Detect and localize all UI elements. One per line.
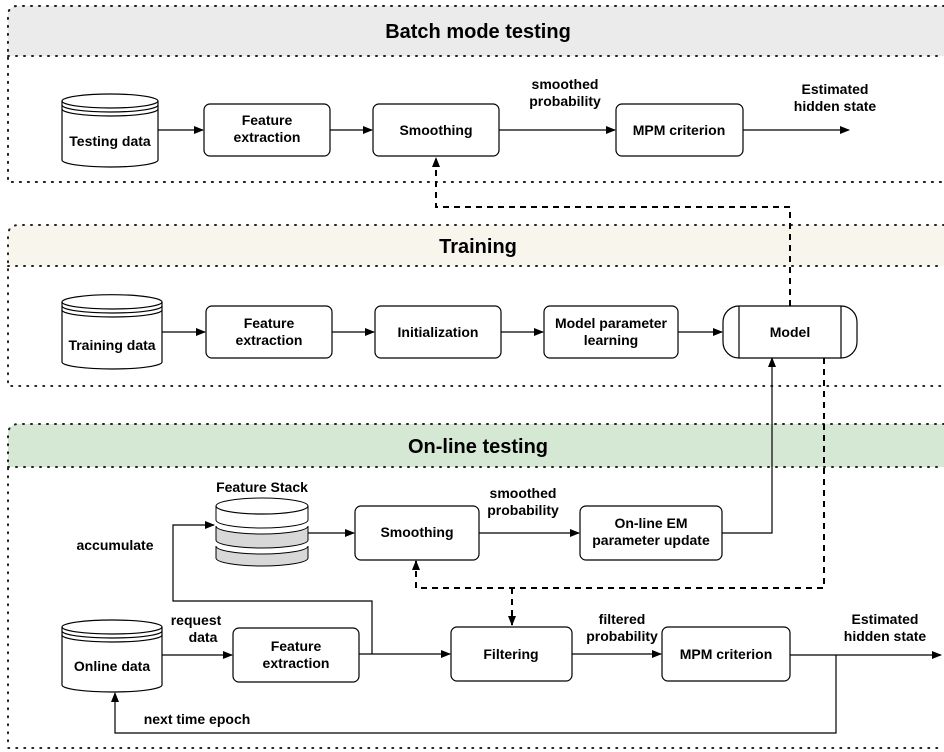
- batch-feature-extraction-label-line1: Feature: [242, 112, 293, 128]
- initialization-label: Initialization: [398, 324, 479, 340]
- filtering-box: Filtering: [450, 626, 573, 682]
- next-time-epoch-label: next time epoch: [144, 711, 251, 727]
- batch-estimated-hidden-state-line1: Estimated: [802, 81, 869, 97]
- model-label: Model: [770, 324, 810, 340]
- accumulate-label: accumulate: [76, 537, 153, 553]
- arrow-em-to-model: [722, 357, 776, 534]
- online-feature-extraction-box: Feature extraction: [232, 627, 360, 683]
- dashed-arrow-model-to-batch-smoothing: [432, 157, 791, 306]
- online-estimated-hidden-state-line1: Estimated: [852, 611, 919, 627]
- online-mpm-criterion-label: MPM criterion: [680, 646, 773, 662]
- batch-mpm-criterion-box: MPM criterion: [615, 103, 744, 157]
- request-data-line2: data: [189, 629, 218, 645]
- training-data-database: Training data: [61, 294, 163, 370]
- online-feature-extraction-line1: Feature: [271, 638, 322, 654]
- training-data-label: Training data: [68, 337, 155, 353]
- training-section-title: Training: [439, 236, 517, 258]
- batch-smoothing-box: Smoothing: [372, 103, 500, 157]
- batch-section: Batch mode testing: [7, 5, 944, 183]
- arrow-next-time-epoch: [111, 655, 837, 734]
- batch-smoothing-label: Smoothing: [399, 122, 472, 138]
- online-em-parameter-update-box: On-line EM parameter update: [579, 505, 723, 561]
- online-smoothing-box: Smoothing: [354, 505, 480, 561]
- filtering-label: Filtering: [483, 646, 538, 662]
- batch-smoothed-probability-line1: smoothed: [532, 76, 599, 92]
- filtered-probability-line2: probability: [586, 628, 658, 644]
- training-section: Training: [7, 224, 944, 387]
- batch-feature-extraction-box: Feature extraction: [203, 103, 331, 157]
- testing-data-label: Testing data: [69, 133, 151, 149]
- batch-section-header: [8, 6, 944, 56]
- online-section-title: On-line testing: [408, 436, 548, 458]
- dashed-arrow-model-to-online-smoothing: [412, 358, 825, 589]
- filtered-probability-line1: filtered: [599, 611, 646, 627]
- model-parameter-learning-line1: Model parameter: [555, 315, 668, 331]
- batch-section-title: Batch mode testing: [385, 21, 571, 43]
- batch-estimated-hidden-state-line2: hidden state: [794, 98, 877, 114]
- online-data-label: Online data: [74, 658, 150, 674]
- model-box: Model: [722, 305, 858, 359]
- online-section-header: [8, 424, 944, 467]
- online-section: On-line testing: [7, 423, 944, 749]
- feature-stack-label: Feature Stack: [216, 479, 308, 495]
- arrow-accumulate-to-stack: [172, 521, 373, 654]
- training-feature-extraction-box: Feature extraction: [205, 305, 333, 359]
- batch-feature-extraction-label-line2: extraction: [234, 129, 301, 145]
- online-smoothed-probability-line2: probability: [487, 502, 559, 518]
- online-feature-extraction-line2: extraction: [263, 655, 330, 671]
- batch-smoothed-probability-line2: probability: [529, 93, 601, 109]
- online-mpm-criterion-box: MPM criterion: [661, 626, 791, 682]
- feature-stack-database: Feature Stack: [215, 479, 309, 567]
- request-data-line1: request: [171, 612, 222, 628]
- online-estimated-hidden-state-line2: hidden state: [844, 628, 927, 644]
- model-parameter-learning-line2: learning: [584, 332, 638, 348]
- testing-data-database: Testing data: [61, 93, 159, 168]
- online-em-label-line2: parameter update: [592, 532, 710, 548]
- online-em-label-line1: On-line EM: [614, 515, 687, 531]
- training-section-header: [8, 225, 944, 266]
- online-data-database: Online data: [61, 619, 163, 693]
- training-feature-extraction-label-line1: Feature: [244, 315, 295, 331]
- training-feature-extraction-label-line2: extraction: [236, 332, 303, 348]
- online-smoothed-probability-line1: smoothed: [490, 485, 557, 501]
- model-parameter-learning-box: Model parameter learning: [543, 305, 679, 359]
- online-smoothing-label: Smoothing: [380, 524, 453, 540]
- initialization-box: Initialization: [374, 305, 502, 359]
- batch-mpm-criterion-label: MPM criterion: [633, 122, 726, 138]
